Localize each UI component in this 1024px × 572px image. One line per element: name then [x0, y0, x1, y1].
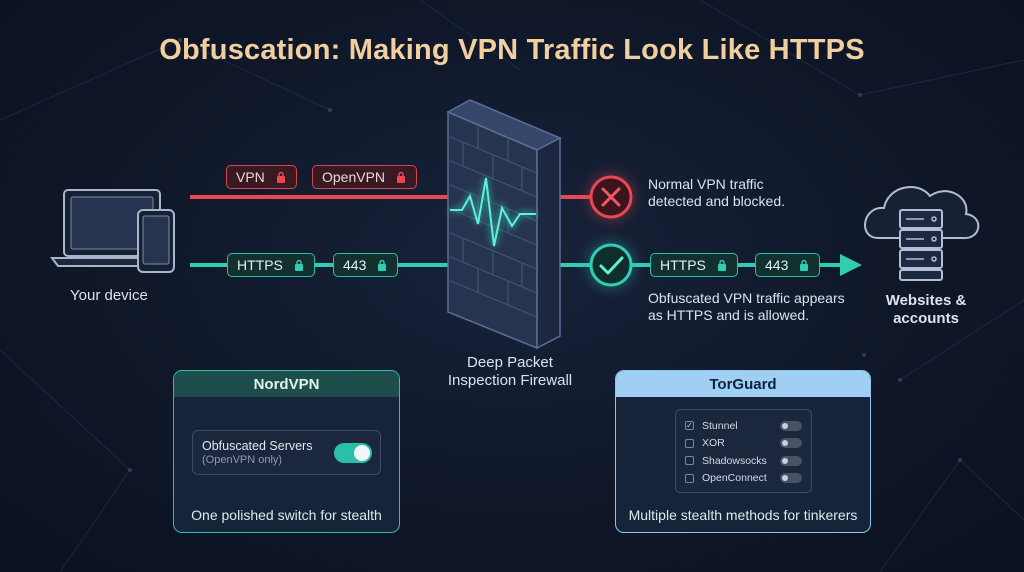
lock-icon — [717, 259, 726, 271]
blocked-caption: Normal VPN traffic detected and blocked. — [648, 176, 785, 209]
checkbox-xor[interactable] — [685, 438, 694, 448]
lock-icon — [276, 171, 285, 183]
laptop-phone-icon — [50, 189, 175, 273]
firewall-label: Deep Packet Inspection Firewall — [447, 354, 573, 389]
method-label: OpenConnect — [702, 472, 767, 485]
stealth-methods-list: ✓ Stunnel XOR Shadowsocks OpenConnect — [675, 409, 812, 493]
torguard-card-title: TorGuard — [616, 371, 870, 397]
setting-sublabel: (OpenVPN only) — [202, 454, 283, 466]
checkbox-stunnel[interactable]: ✓ — [685, 420, 694, 431]
tag-openvpn: OpenVPN — [312, 165, 418, 189]
nordvpn-card-title: NordVPN — [174, 371, 399, 397]
tag-vpn: VPN — [226, 165, 297, 189]
setting-label: Obfuscated Servers — [202, 439, 313, 453]
toggle-xor[interactable] — [780, 438, 802, 449]
lock-icon — [378, 259, 387, 271]
lock-icon — [800, 259, 809, 271]
method-label: Stunnel — [702, 419, 738, 432]
brick-wall-icon — [446, 99, 562, 350]
cloud-server-icon — [864, 186, 980, 281]
method-row-xor: XOR — [685, 435, 802, 453]
tag-https-after: HTTPS — [650, 253, 738, 277]
method-label: XOR — [702, 437, 725, 450]
checkbox-openconnect[interactable] — [685, 473, 694, 483]
obfuscated-servers-toggle[interactable] — [334, 443, 372, 463]
method-label: Shadowsocks — [702, 454, 767, 467]
method-row-openconnect: OpenConnect — [685, 470, 802, 488]
checkbox-shadowsocks[interactable] — [685, 456, 694, 466]
lock-icon — [397, 171, 406, 183]
toggle-stunnel[interactable] — [780, 420, 802, 431]
check-circle-icon — [587, 241, 635, 289]
toggle-shadowsocks[interactable] — [780, 455, 802, 466]
nordvpn-footer: One polished switch for stealth — [191, 507, 382, 523]
obfuscated-servers-setting: Obfuscated Servers (OpenVPN only) — [192, 430, 381, 475]
allowed-caption: Obfuscated VPN traffic appears as HTTPS … — [648, 290, 845, 323]
device-label: Your device — [70, 287, 148, 304]
tag-https-before: HTTPS — [227, 253, 315, 277]
method-row-stunnel: ✓ Stunnel — [685, 417, 802, 435]
lock-icon — [294, 259, 303, 271]
method-row-shadowsocks: Shadowsocks — [685, 452, 802, 470]
toggle-knob — [354, 445, 370, 461]
torguard-card: TorGuard ✓ Stunnel XOR Shadowsocks OpenC… — [615, 370, 871, 533]
torguard-footer: Multiple stealth methods for tinkerers — [628, 507, 858, 523]
destination-label: Websites & accounts — [885, 292, 967, 327]
page-title: Obfuscation: Making VPN Traffic Look Lik… — [159, 34, 865, 66]
x-circle-icon — [587, 173, 635, 221]
toggle-openconnect[interactable] — [780, 473, 802, 484]
tag-443-after: 443 — [755, 253, 821, 277]
tag-443-before: 443 — [333, 253, 399, 277]
nordvpn-card: NordVPN Obfuscated Servers (OpenVPN only… — [173, 370, 400, 533]
